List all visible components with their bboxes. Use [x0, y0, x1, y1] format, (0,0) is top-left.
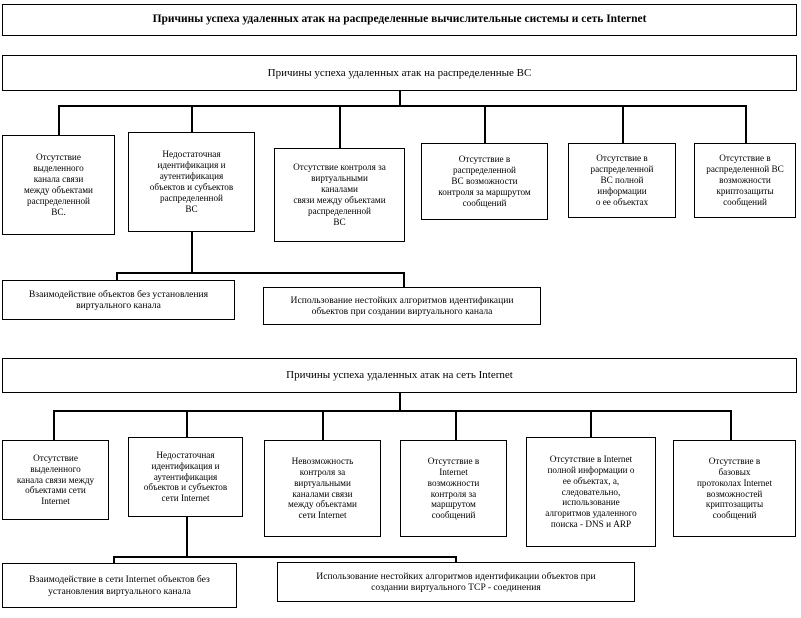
section-2-leaf-2-text: Недостаточная идентификация и аутентифик… — [143, 449, 228, 504]
connector-s2-drop-6 — [730, 410, 732, 440]
section-1-leaf-2-text: Недостаточная идентификация и аутентифик… — [149, 149, 234, 214]
section-1-header-text: Причины успеха удаленных атак на распред… — [267, 66, 532, 79]
section-2-header-text: Причины успеха удаленных атак на сеть In… — [286, 369, 513, 382]
connector-s2-sub-drop-1 — [113, 556, 115, 564]
section-2-leaf-2: Недостаточная идентификация и аутентифик… — [128, 437, 243, 517]
section-1-leaf-4: Отсутствие в распределенной ВС возможнос… — [421, 143, 548, 220]
connector-s2-header-stem — [399, 393, 401, 411]
section-1-header-box: Причины успеха удаленных атак на распред… — [2, 55, 797, 91]
section-1-subleaf-1-text: Взаимодействие объектов без установления… — [28, 288, 209, 311]
section-2-leaf-5-text: Отсутствие в Internet полной информации … — [545, 453, 637, 530]
section-1-leaf-1: Отсутствие выделенного канала связи межд… — [2, 135, 115, 235]
connector-s2-sub-drop-2 — [455, 556, 457, 563]
connector-s1-drop-1 — [58, 105, 60, 135]
connector-s2-drop-1 — [53, 410, 55, 440]
section-2-subleaf-1-text: Взаимодействие в сети Internet объектов … — [29, 574, 210, 597]
section-2-leaf-1: Отсутствие выделенного канала связи межд… — [2, 440, 109, 520]
section-1-leaf-6: Отсутствие в распределенной ВС возможнос… — [694, 143, 796, 218]
connector-s2-bus — [53, 410, 731, 412]
section-2-subleaf-2: Использование нестойких алгоритмов идент… — [277, 562, 635, 602]
section-2-leaf-6-text: Отсутствие в базовых протоколах Internet… — [696, 455, 773, 521]
section-2-subleaf-1: Взаимодействие в сети Internet объектов … — [2, 563, 237, 608]
section-1-subleaf-2: Использование нестойких алгоритмов идент… — [263, 287, 541, 325]
section-2-header-box: Причины успеха удаленных атак на сеть In… — [2, 358, 797, 393]
connector-s2-sub-stem — [186, 517, 188, 557]
section-1-leaf-3: Отсутствие контроля за виртуальными кана… — [274, 148, 405, 242]
connector-s2-drop-2 — [186, 410, 188, 437]
connector-s1-drop-2 — [191, 105, 193, 132]
connector-s1-drop-6 — [745, 105, 747, 143]
section-2-leaf-6: Отсутствие в базовых протоколах Internet… — [673, 440, 796, 537]
section-2-leaf-3-text: Невозможность контроля за виртуальными к… — [288, 455, 357, 521]
section-1-leaf-4-text: Отсутствие в распределенной ВС возможнос… — [438, 154, 531, 208]
connector-s1-sub-stem — [191, 232, 193, 273]
section-2-subleaf-2-text: Использование нестойких алгоритмов идент… — [316, 570, 596, 593]
section-1-leaf-6-text: Отсутствие в распределенной ВС возможнос… — [706, 153, 784, 207]
connector-s2-sub-bus — [113, 556, 456, 558]
connector-s2-drop-3 — [322, 410, 324, 440]
connector-s1-drop-4 — [484, 105, 486, 143]
section-1-subleaf-1: Взаимодействие объектов без установления… — [2, 280, 235, 320]
connector-s2-drop-5 — [590, 410, 592, 437]
connector-s1-sub-bus — [116, 272, 404, 274]
section-2-leaf-4: Отсутствие в Internet возможности контро… — [400, 440, 507, 537]
section-1-subleaf-2-text: Использование нестойких алгоритмов идент… — [290, 294, 514, 317]
connector-s1-header-stem — [399, 91, 401, 106]
section-2-leaf-3: Невозможность контроля за виртуальными к… — [264, 440, 381, 537]
section-1-leaf-3-text: Отсутствие контроля за виртуальными кана… — [293, 162, 386, 227]
section-2-leaf-4-text: Отсутствие в Internet возможности контро… — [427, 455, 480, 521]
section-2-leaf-5: Отсутствие в Internet полной информации … — [526, 437, 656, 547]
section-1-leaf-5: Отсутствие в распределенной ВС полной ин… — [568, 143, 676, 218]
connector-s1-sub-drop-1 — [116, 272, 118, 281]
section-2-leaf-1-text: Отсутствие выделенного канала связи межд… — [16, 452, 95, 507]
connector-s1-sub-drop-2 — [403, 272, 405, 288]
connector-s1-drop-3 — [339, 105, 341, 148]
section-1-leaf-1-text: Отсутствие выделенного канала связи межд… — [24, 152, 93, 217]
diagram-title-text: Причины успеха удаленных атак на распред… — [152, 13, 647, 26]
connector-s2-drop-4 — [455, 410, 457, 440]
section-1-leaf-2: Недостаточная идентификация и аутентифик… — [128, 132, 255, 232]
connector-s1-drop-5 — [622, 105, 624, 143]
section-1-leaf-5-text: Отсутствие в распределенной ВС полной ин… — [590, 153, 654, 207]
connector-s1-bus — [58, 105, 746, 107]
diagram-title-box: Причины успеха удаленных атак на распред… — [2, 4, 797, 36]
